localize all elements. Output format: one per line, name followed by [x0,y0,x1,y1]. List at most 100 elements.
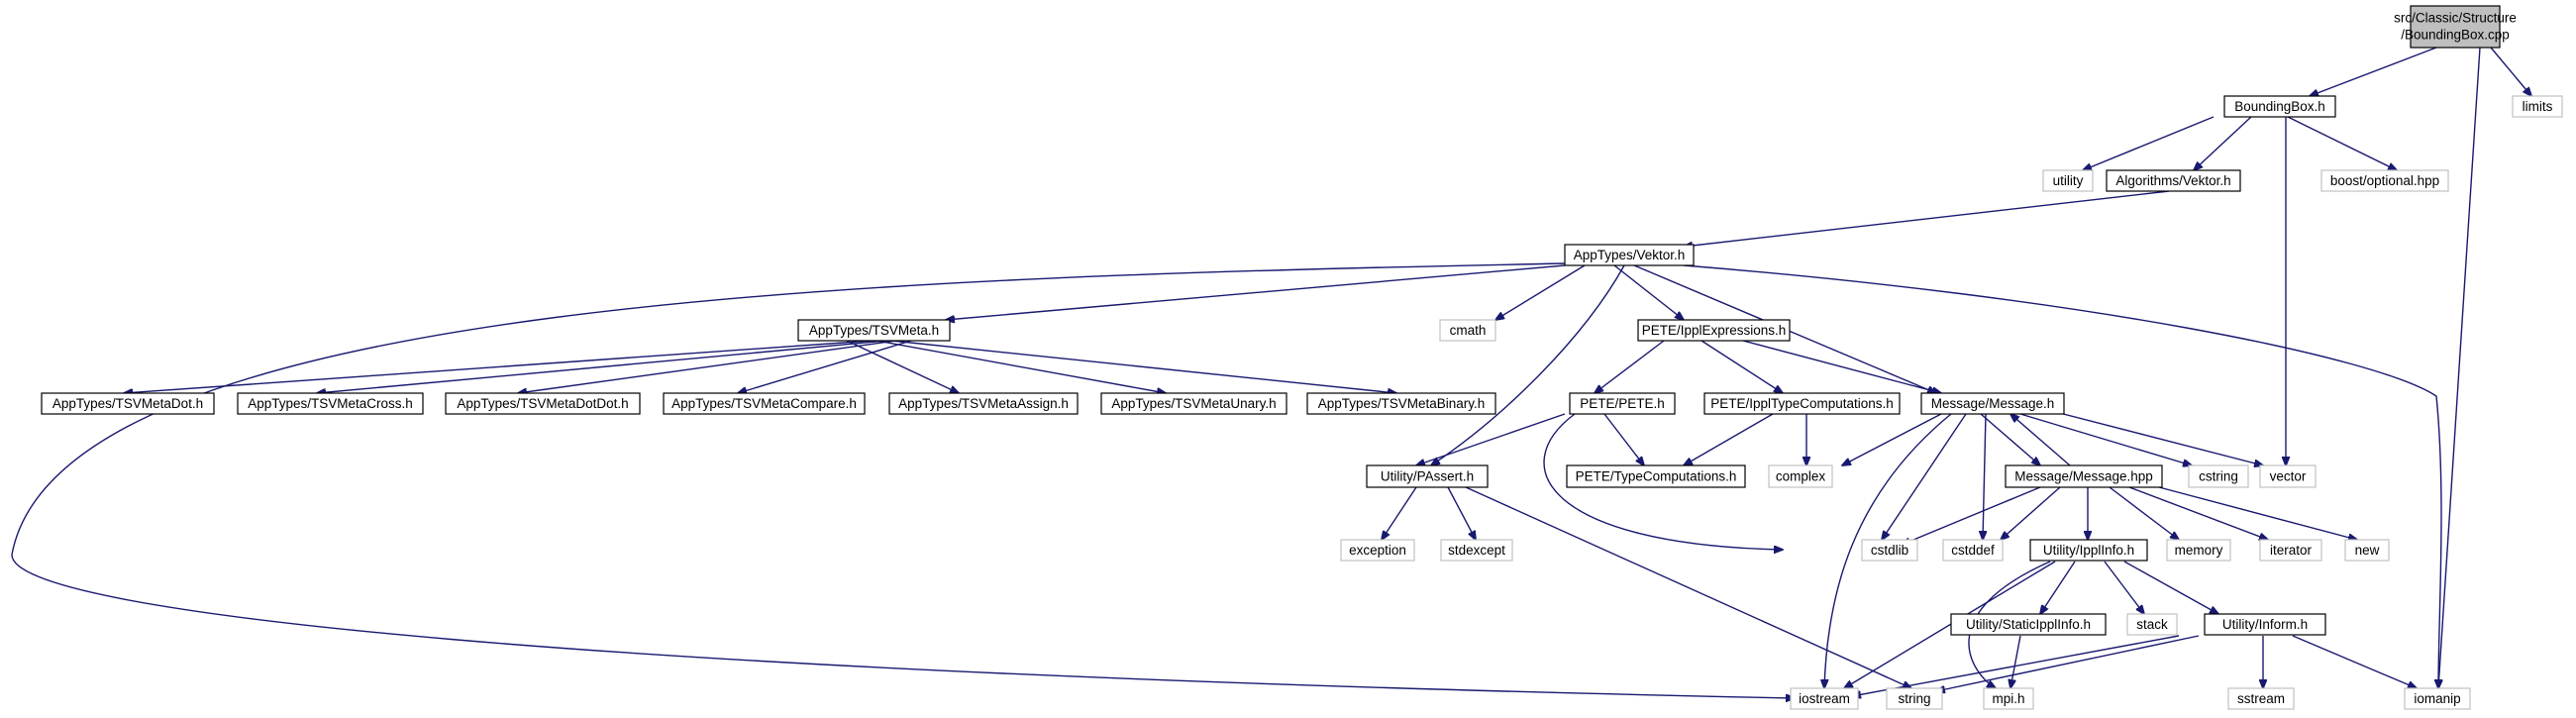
edge-passert-string [1465,486,1911,688]
node-label: PETE/PETE.h [1580,396,1665,411]
node-sstream[interactable]: sstream [2227,687,2295,710]
node-cstddef[interactable]: cstddef [1942,539,2004,562]
node-exception[interactable]: exception [1340,539,1415,562]
node-iomanip[interactable]: iomanip [2404,687,2471,710]
edge-tsvmeta-binary [890,340,1396,393]
node-label: Utility/StaticIpplInfo.h [1966,617,2091,632]
node-utility-staticipplinfo-h[interactable]: Utility/StaticIpplInfo.h [1950,613,2107,636]
node-tsvmetaassign-h[interactable]: AppTypes/TSVMetaAssign.h [888,392,1079,415]
node-tsvmetadot-h[interactable]: AppTypes/TSVMetaDot.h [41,392,215,415]
node-tsvmetabinary-h[interactable]: AppTypes/TSVMetaBinary.h [1306,392,1496,415]
edge-vektor-iostream [11,262,1795,698]
edge-messagehpp-cstdlib [1902,486,2041,545]
edge-message-cstddef [1983,413,1986,540]
node-label: Message/Message.hpp [2014,469,2153,484]
node-utility[interactable]: utility [2042,169,2094,192]
node-label: PETE/TypeComputations.h [1576,469,1737,484]
node-label: cmath [1450,323,1487,338]
node-memory[interactable]: memory [2166,539,2231,562]
node-boundingbox-cpp[interactable]: src/Classic/Structure /BoundingBox.cpp [2394,5,2517,49]
node-label: AppTypes/TSVMeta.h [809,323,939,338]
node-pete-pete-h[interactable]: PETE/PETE.h [1569,392,1676,415]
edge-algvektor-apptypesvektor [1684,190,2170,247]
edge-tsvmeta-unary [876,340,1166,393]
node-label: utility [2053,173,2084,188]
edge-tsvmeta-cross [317,340,887,393]
node-label: Utility/Inform.h [2222,617,2308,632]
node-cstdlib[interactable]: cstdlib [1861,539,1918,562]
node-label: vector [2270,469,2307,484]
node-label: memory [2175,543,2223,558]
graph-nodes: src/Classic/Structure /BoundingBox.cpp B… [41,5,2563,710]
node-label: stdexcept [1448,543,1505,558]
node-pete-typecomputations-h[interactable]: PETE/TypeComputations.h [1566,464,1746,488]
node-label: iostream [1799,691,1850,706]
node-stdexcept[interactable]: stdexcept [1440,539,1513,562]
node-apptypes-tsvmeta-h[interactable]: AppTypes/TSVMeta.h [797,319,951,342]
edge-ipplinfo-staticinfo [2040,561,2076,614]
node-label: boost/optional.hpp [2330,173,2439,188]
node-label: BoundingBox.h [2234,99,2325,114]
node-label: sstream [2237,691,2285,706]
node-apptypes-vektor-h[interactable]: AppTypes/Vektor.h [1564,244,1695,266]
edge-staticinfo-mpi [2010,635,2021,688]
node-pete-ippltypecomputations-h[interactable]: PETE/IpplTypeComputations.h [1703,392,1901,415]
node-iostream[interactable]: iostream [1790,687,1859,710]
node-cstring[interactable]: cstring [2188,464,2249,488]
node-label-line2: /BoundingBox.cpp [2401,28,2510,43]
edge-ipplexpr-message [1742,340,1941,393]
node-new[interactable]: new [2344,539,2390,562]
node-label: new [2355,543,2380,558]
node-label: limits [2523,99,2553,114]
node-limits[interactable]: limits [2512,95,2563,118]
node-utility-ipplinfo-h[interactable]: Utility/IpplInfo.h [2029,539,2148,562]
node-pete-ipplexpressions-h[interactable]: PETE/IpplExpressions.h [1637,319,1791,342]
node-vector[interactable]: vector [2259,464,2317,488]
node-boundingbox-h[interactable]: BoundingBox.h [2223,95,2336,118]
node-tsvmetadotdot-h[interactable]: AppTypes/TSVMetaDotDot.h [445,392,641,415]
edge-boundingbox-utility [2083,116,2215,170]
node-label: cstring [2199,469,2238,484]
edge-messagehpp-cstddef [2001,486,2061,540]
edge-vektor-tsvmeta [946,264,1566,320]
edge-ipplexpr-ippltype [1700,340,1783,393]
edge-message-messagehpp [1980,413,2040,465]
node-cmath[interactable]: cmath [1439,319,1496,342]
node-label: Utility/IpplInfo.h [2043,543,2134,558]
edge-tsvmeta-dotdot [518,340,897,393]
edge-ipplinfo-iostream [1844,561,2056,688]
edge-ipplinfo-stack [2104,561,2144,614]
node-label: PETE/IpplExpressions.h [1642,323,1787,338]
node-utility-inform-h[interactable]: Utility/Inform.h [2204,613,2326,636]
node-label: AppTypes/Vektor.h [1574,248,1686,262]
edge-inform-string [1936,635,2200,691]
edge-messagehpp-memory [2109,486,2179,540]
node-tsvmetacross-h[interactable]: AppTypes/TSVMetaCross.h [237,392,424,415]
edge-passert-stdexcept [1447,486,1476,540]
node-complex[interactable]: complex [1768,464,1833,488]
edge-passert-exception [1382,486,1417,540]
edge-inform-iostream [1852,635,2180,696]
node-tsvmetaunary-h[interactable]: AppTypes/TSVMetaUnary.h [1100,392,1288,415]
node-utility-passert-h[interactable]: Utility/PAssert.h [1366,464,1489,488]
node-tsvmetacompare-h[interactable]: AppTypes/TSVMetaCompare.h [663,392,866,415]
node-label: cstddef [1951,543,1995,558]
edge-tsvmeta-compare [738,340,912,393]
edge-root-boundingbox [2310,47,2437,96]
node-message-message-hpp[interactable]: Message/Message.hpp [2005,464,2163,488]
edge-ipplinfo-inform [2123,561,2218,614]
node-label: iterator [2270,543,2313,558]
edge-ipplexpr-pete [1595,340,1665,393]
node-string[interactable]: string [1886,687,1943,710]
edge-message-cstdlib [1882,413,1967,540]
node-message-message-h[interactable]: Message/Message.h [1920,392,2065,415]
node-stack[interactable]: stack [2126,613,2178,636]
edge-vektor-passert [1431,264,1625,465]
node-label-line1: src/Classic/Structure [2394,11,2517,26]
node-algorithms-vektor-h[interactable]: Algorithms/Vektor.h [2106,169,2241,192]
edge-message-complex [1842,413,1942,465]
edge-messagehpp-message [2010,414,2071,466]
node-boost-optional[interactable]: boost/optional.hpp [2320,169,2449,192]
node-mpi-h[interactable]: mpi.h [1983,687,2034,710]
node-iterator[interactable]: iterator [2259,539,2322,562]
